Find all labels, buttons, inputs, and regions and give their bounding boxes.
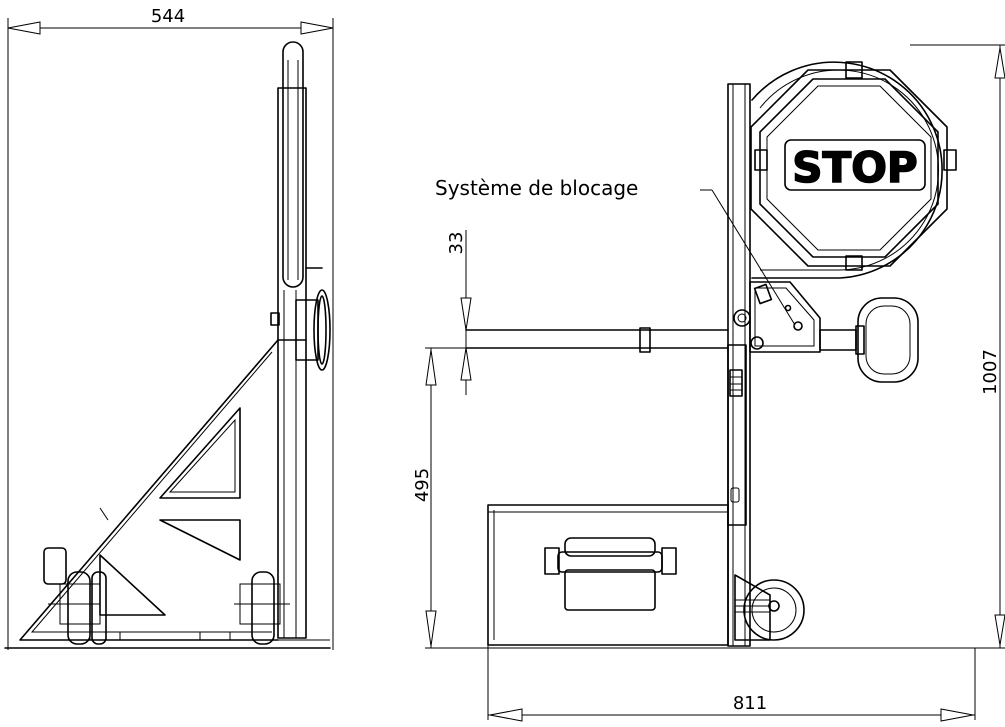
dimension-height-total: 1007 xyxy=(910,44,1005,648)
handle-bar xyxy=(465,327,729,353)
stop-sign-label: STOP xyxy=(792,143,917,192)
dimension-length: 811 xyxy=(487,645,976,722)
side-wheel-rear xyxy=(234,571,290,645)
side-view: 544 xyxy=(4,6,334,650)
dimension-width-side-label: 544 xyxy=(151,6,185,27)
stop-sign-text-outline xyxy=(784,139,926,191)
locking-mechanism xyxy=(733,281,919,383)
stop-sign: STOP xyxy=(750,61,957,279)
front-post xyxy=(727,83,751,647)
side-wheel-front xyxy=(43,547,107,645)
dimension-gap: 33 xyxy=(446,230,472,395)
dimension-gap-label: 33 xyxy=(446,232,467,255)
annotation-locking-system: Système de blocage xyxy=(435,176,796,326)
dimension-height-handle: 495 xyxy=(412,347,466,648)
front-wheel xyxy=(734,574,805,641)
side-post xyxy=(270,41,331,639)
annotation-locking-system-label: Système de blocage xyxy=(435,176,638,200)
storage-box xyxy=(487,504,729,646)
dimension-width-side: 544 xyxy=(7,6,334,650)
dimension-height-total-label: 1007 xyxy=(980,349,1001,395)
dimension-length-label: 811 xyxy=(733,693,767,714)
front-view: 1007 xyxy=(412,44,1005,722)
side-frame xyxy=(4,339,331,649)
dimension-height-handle-label: 495 xyxy=(412,468,433,502)
